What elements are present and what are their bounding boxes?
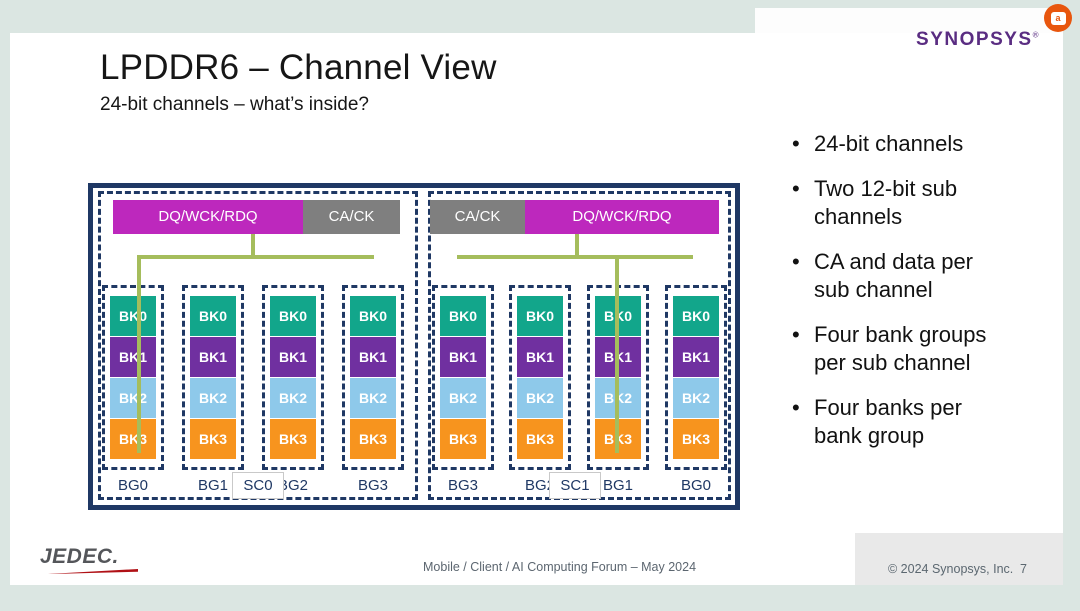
bank-block: BK2 <box>270 378 316 418</box>
sc1-connector-stub <box>575 234 579 259</box>
bank-block: BK3 <box>110 419 156 459</box>
bank-block: BK0 <box>440 296 486 336</box>
bank-group-label: BG2 <box>277 477 308 494</box>
bank-block: BK0 <box>673 296 719 336</box>
bank-group-label: BG2 <box>524 477 555 494</box>
sc0-bank-group-bg0: BK0 BK1 BK2 BK3 BG0 <box>102 285 164 494</box>
sc0-bank-group-bg2: BK0 BK1 BK2 BK3 BG2 <box>262 285 324 494</box>
channel-diagram: DQ/WCK/RDQ CA/CK CA/CK DQ/WCK/RDQ BK0 BK… <box>88 183 740 510</box>
synopsys-wordmark: synopsys <box>916 29 1033 50</box>
bullet-line: Two 12-bit sub <box>814 176 958 201</box>
footer-event-text: Mobile / Client / AI Computing Forum – M… <box>423 560 697 574</box>
bank-block: BK2 <box>673 378 719 418</box>
bullet-line: CA and data per <box>814 249 974 274</box>
sc1-dq-wck-rdq-block: DQ/WCK/RDQ <box>525 200 719 234</box>
bank-block: BK3 <box>270 419 316 459</box>
bank-block: BK1 <box>270 337 316 377</box>
translate-extension-icon[interactable]: a <box>1044 4 1072 32</box>
registered-mark: ® <box>1032 30 1040 40</box>
sc0-dq-wck-rdq-block: DQ/WCK/RDQ <box>113 200 303 234</box>
bullet-list: 24-bit channels Two 12-bit sub channels … <box>792 130 1052 467</box>
bullet-item: 24-bit channels <box>792 130 1052 158</box>
bank-group-label: BG0 <box>117 477 148 494</box>
bank-block: BK1 <box>110 337 156 377</box>
bank-block: BK1 <box>190 337 236 377</box>
bullet-line: sub channel <box>814 277 933 302</box>
sc0-bank-group-bg3: BK0 BK1 BK2 BK3 BG3 <box>342 285 404 494</box>
bank-group-label: BG3 <box>357 477 388 494</box>
sc1-ca-ck-block: CA/CK <box>430 200 525 234</box>
synopsys-logo: synopsys® <box>916 29 1040 51</box>
bank-block: BK3 <box>440 419 486 459</box>
bank-block: BK2 <box>110 378 156 418</box>
bank-block: BK0 <box>350 296 396 336</box>
bank-block: BK1 <box>440 337 486 377</box>
sc1-connector-bus <box>457 255 693 259</box>
bank-block: BK2 <box>517 378 563 418</box>
bank-block: BK1 <box>673 337 719 377</box>
sc1-bank-group-bg3: BK0 BK1 BK2 BK3 BG3 <box>432 285 494 494</box>
bank-block: BK1 <box>517 337 563 377</box>
sc1-label: SC1 <box>549 472 601 499</box>
slide: LPDDR6 – Channel View 24-bit channels – … <box>10 29 1063 585</box>
bank-block: BK0 <box>190 296 236 336</box>
page-title: LPDDR6 – Channel View <box>100 48 497 87</box>
sc1-connector-drop <box>615 255 619 453</box>
bank-block: BK3 <box>350 419 396 459</box>
bank-group-label: BG3 <box>447 477 478 494</box>
footer-copyright: © 2024 Synopsys, Inc. <box>888 562 1014 576</box>
bank-block: BK0 <box>110 296 156 336</box>
page-subtitle: 24-bit channels – what’s inside? <box>100 94 369 115</box>
bank-block: BK2 <box>440 378 486 418</box>
bullet-line: Four banks per <box>814 395 962 420</box>
extension-glyph: a <box>1050 11 1066 25</box>
bank-block: BK3 <box>517 419 563 459</box>
sc0-connector-bus <box>137 255 374 259</box>
bank-group-label: BG1 <box>602 477 633 494</box>
bank-group-label: BG0 <box>680 477 711 494</box>
bank-block: BK0 <box>270 296 316 336</box>
bank-group-label: BG1 <box>197 477 228 494</box>
sc0-label: SC0 <box>232 472 284 499</box>
bank-block: BK2 <box>350 378 396 418</box>
bullet-item: Two 12-bit sub channels <box>792 175 1052 231</box>
bullet-line: Four bank groups <box>814 322 987 347</box>
jedec-logo: JEDEC. <box>40 545 150 574</box>
bank-block: BK3 <box>673 419 719 459</box>
sc0-bank-group-bg1: BK0 BK1 BK2 BK3 BG1 <box>182 285 244 494</box>
jedec-swoosh <box>48 569 138 574</box>
footer-gray-panel <box>855 533 1063 585</box>
sc0-connector-drop <box>137 255 141 453</box>
bullet-item: Four banks per bank group <box>792 394 1052 450</box>
bullet-line: bank group <box>814 423 925 448</box>
bullet-item: CA and data per sub channel <box>792 248 1052 304</box>
bullet-item: Four bank groups per sub channel <box>792 321 1052 377</box>
footer-page-number: 7 <box>1020 562 1027 576</box>
sc1-bank-group-bg2: BK0 BK1 BK2 BK3 BG2 <box>509 285 571 494</box>
jedec-wordmark: JEDEC. <box>40 545 119 568</box>
sc1-bank-group-bg0: BK0 BK1 BK2 BK3 BG0 <box>665 285 727 494</box>
bank-block: BK1 <box>350 337 396 377</box>
browser-top-strip <box>755 8 1063 33</box>
sc0-connector-stub <box>251 234 255 259</box>
sc0-ca-ck-block: CA/CK <box>303 200 400 234</box>
bullet-line: 24-bit channels <box>814 131 964 156</box>
bank-block: BK3 <box>190 419 236 459</box>
bullet-line: channels <box>814 204 903 229</box>
bank-block: BK0 <box>517 296 563 336</box>
bank-block: BK2 <box>190 378 236 418</box>
bullet-line: per sub channel <box>814 350 971 375</box>
